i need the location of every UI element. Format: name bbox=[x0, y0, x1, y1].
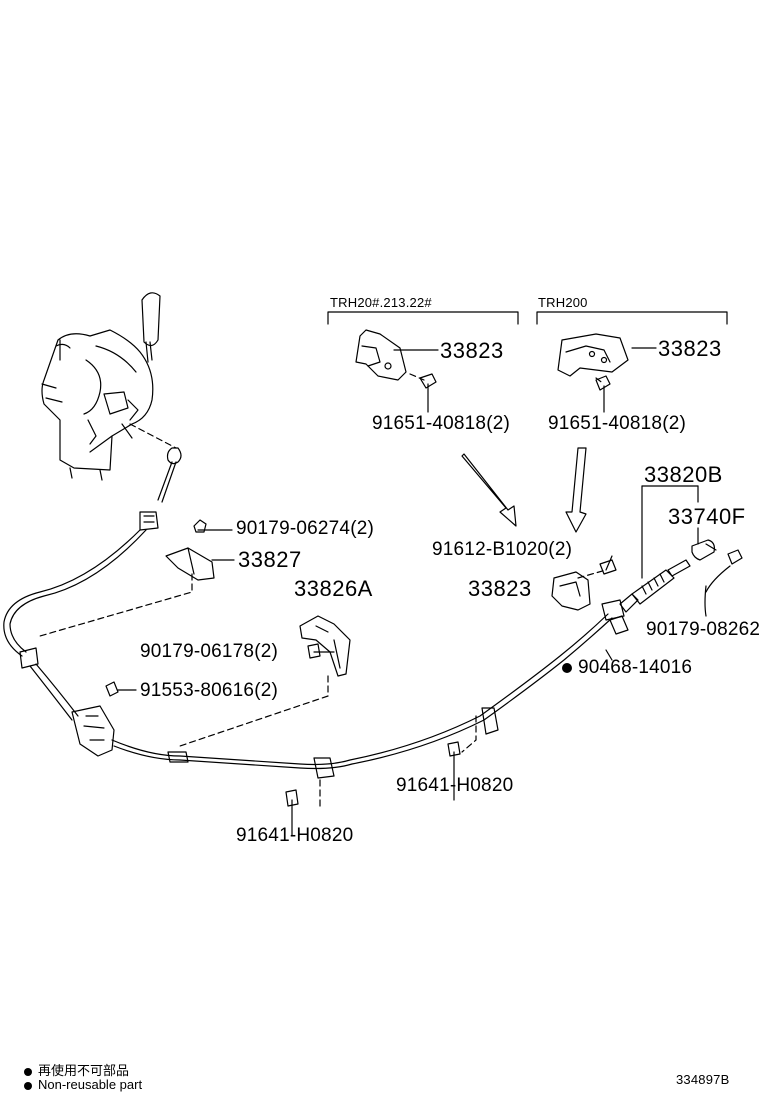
cable-end-assembly bbox=[619, 539, 717, 613]
part-label-bracket-right[interactable]: 33823 bbox=[658, 336, 722, 361]
variant-bracket-left bbox=[327, 311, 519, 325]
part-label-nut-08262[interactable]: 90179-08262 bbox=[646, 619, 760, 640]
bracket-33823-left bbox=[355, 329, 407, 381]
part-label-bolt-h0820-bottom[interactable]: 91641-H0820 bbox=[236, 825, 354, 846]
part-label-bolt-80616[interactable]: 91553-80616(2) bbox=[140, 680, 279, 701]
location-arrows bbox=[461, 447, 587, 533]
legend-en-text: Non-reusable part bbox=[38, 1077, 143, 1092]
non-reusable-marker bbox=[562, 662, 572, 673]
bracket-33823-center bbox=[551, 571, 591, 611]
part-label-cable-end[interactable]: 33740F bbox=[668, 504, 746, 529]
part-label-nut-06178[interactable]: 90179-06178(2) bbox=[140, 641, 279, 662]
part-label-bolt-left[interactable]: 91651-40818(2) bbox=[372, 413, 511, 434]
clamp-33827 bbox=[165, 547, 215, 581]
part-label-bolt-right[interactable]: 91651-40818(2) bbox=[548, 413, 687, 434]
figure-id: 334897B bbox=[676, 1072, 730, 1087]
part-label-cable-assy[interactable]: 33820B bbox=[644, 462, 723, 487]
part-label-clip-14016[interactable]: 90468-14016 bbox=[562, 658, 692, 677]
bracket-33826a bbox=[299, 615, 351, 677]
part-label-clamp-33827[interactable]: 33827 bbox=[238, 547, 302, 572]
legend-jp-text: 再使用不可部品 bbox=[38, 1063, 130, 1078]
legend-en: Non-reusable part bbox=[24, 1077, 142, 1092]
part-label-bracket-33826a[interactable]: 33826A bbox=[294, 576, 373, 601]
part-label-nut-06274[interactable]: 90179-06274(2) bbox=[236, 518, 375, 539]
part-label-bracket-center[interactable]: 33823 bbox=[468, 576, 532, 601]
fasteners bbox=[105, 373, 743, 807]
clip-14016-text: 90468-14016 bbox=[578, 657, 693, 678]
bracket-33823-right bbox=[557, 333, 629, 377]
part-label-bolt-b1020[interactable]: 91612-B1020(2) bbox=[432, 539, 573, 560]
legend-dot-icon bbox=[24, 1067, 32, 1076]
shift-lever-assembly bbox=[41, 292, 177, 481]
legend-jp: 再使用不可部品 bbox=[24, 1060, 129, 1079]
variant-label-left: TRH20#.213.22# bbox=[330, 295, 432, 310]
part-label-bracket-left[interactable]: 33823 bbox=[440, 338, 504, 363]
variant-bracket-right bbox=[536, 311, 728, 325]
legend-dot-icon bbox=[24, 1081, 32, 1090]
part-label-bolt-h0820-right[interactable]: 91641-H0820 bbox=[396, 775, 514, 796]
leader-lines bbox=[117, 347, 731, 837]
variant-label-right: TRH200 bbox=[538, 295, 588, 310]
shift-cable-lower bbox=[71, 599, 625, 779]
